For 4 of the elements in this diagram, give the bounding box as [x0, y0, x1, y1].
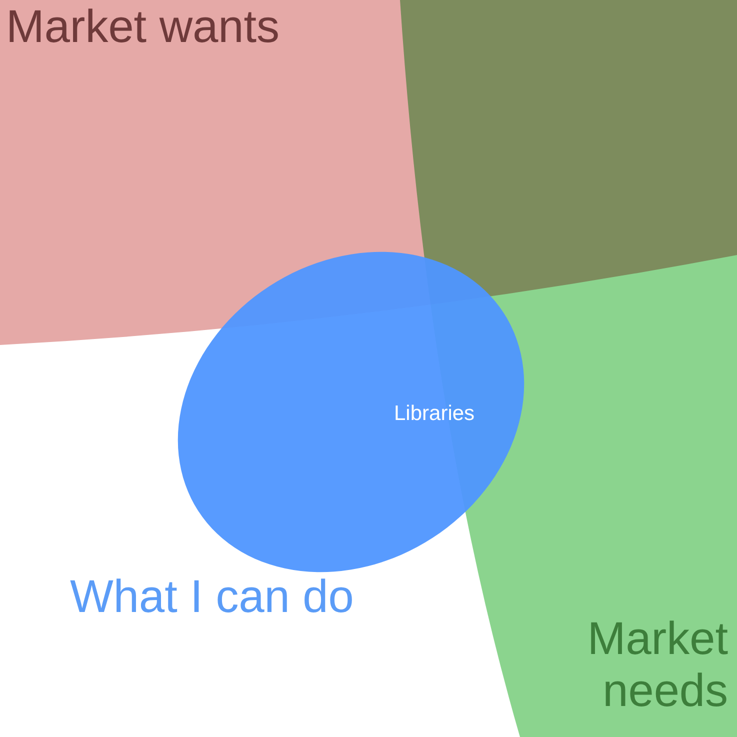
region-title: Market needs [586, 612, 728, 716]
region-title: Market wants [6, 0, 280, 52]
item-label: Libraries [394, 402, 475, 426]
region-title: What I can do [70, 570, 354, 622]
